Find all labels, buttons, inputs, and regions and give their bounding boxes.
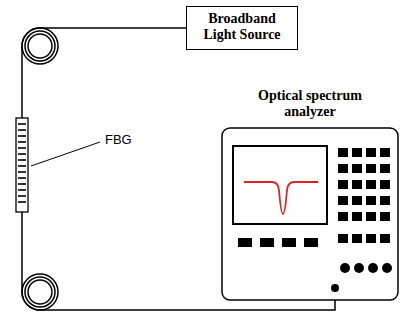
analyzer-device: Optical spectrum analyzer <box>222 88 398 300</box>
osa-body <box>222 128 398 300</box>
spectrum-dip <box>244 182 318 214</box>
source-box: Broadband Light Source <box>186 6 298 50</box>
fbg-grating <box>16 118 28 212</box>
box-label: Broadband Light Source <box>193 11 291 43</box>
part-label: FBG <box>104 132 133 147</box>
device-heading: Optical spectrum analyzer <box>245 88 375 120</box>
leader-line <box>31 142 100 166</box>
